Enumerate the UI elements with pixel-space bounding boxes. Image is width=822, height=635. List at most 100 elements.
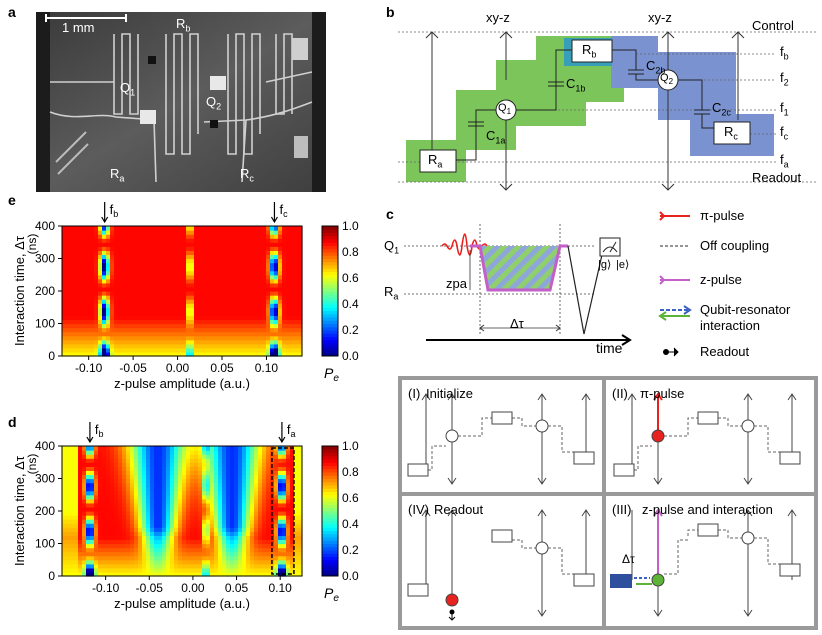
colorbar-segment: [322, 320, 338, 324]
heatmap-cell: [218, 539, 223, 545]
heatmap-cell: [162, 335, 167, 341]
heatmap-cell: [158, 311, 163, 316]
heatmap-cell: [178, 563, 183, 569]
heatmap-cell: [142, 335, 147, 341]
heatmap-cell: [238, 299, 243, 304]
heatmap-cell: [270, 258, 275, 264]
heatmap-cell: [210, 494, 215, 500]
heatmap-cell: [222, 490, 227, 496]
heatmap-cell: [262, 506, 267, 512]
heatmap-cell: [258, 226, 263, 231]
heatmap-cell: [66, 266, 71, 272]
heatmap-cell: [234, 339, 239, 345]
heatmap-cell: [278, 547, 283, 553]
heatmap-cell: [246, 486, 251, 492]
heatmap-cell: [250, 282, 255, 288]
heatmap-cell: [222, 286, 227, 292]
heatmap-cell: [102, 351, 107, 357]
heatmap-cell: [234, 498, 239, 504]
heatmap-cell: [198, 331, 203, 337]
heatmap-cell: [254, 519, 259, 524]
heatmap-cell: [110, 511, 115, 516]
heatmap-cell: [74, 559, 79, 565]
heatmap-cell: [122, 559, 127, 565]
heatmap-cell: [250, 238, 255, 243]
heatmap-cell: [170, 230, 175, 235]
heatmap-cell: [262, 527, 267, 532]
heatmap-cell: [110, 523, 115, 528]
heatmap-cell: [66, 494, 71, 500]
heatmap-cell: [254, 335, 259, 341]
heatmap-cell: [98, 551, 103, 557]
heatmap-cell: [142, 278, 147, 284]
heatmap-cell: [146, 506, 151, 512]
heatmap-cell: [202, 498, 207, 504]
heatmap-cell: [78, 307, 83, 312]
heatmap-cell: [118, 282, 123, 288]
heatmap-cell: [242, 226, 247, 231]
heatmap-cell: [78, 351, 83, 357]
heatmap-cell: [194, 539, 199, 545]
heatmap-cell: [118, 339, 123, 345]
heatmap-cell: [234, 238, 239, 243]
heatmap-cell: [138, 506, 143, 512]
heatmap-cell: [138, 515, 143, 520]
heatmap-cell: [218, 262, 223, 268]
heatmap-cell: [258, 531, 263, 536]
heatmap-cell: [178, 494, 183, 500]
heatmap-cell: [82, 454, 87, 459]
heatmap-cell: [174, 319, 179, 325]
heatmap-cell: [142, 274, 147, 280]
heatmap-cell: [278, 331, 283, 337]
heatmap-cell: [226, 454, 231, 459]
heatmap-cell: [210, 450, 215, 455]
heatmap-cell: [90, 295, 95, 300]
heatmap-cell: [94, 295, 99, 300]
heatmap-cell: [194, 303, 199, 308]
heatmap-cell: [254, 523, 259, 528]
heatmap-cell: [258, 254, 263, 260]
heatmap-cell: [182, 238, 187, 243]
heatmap-cell: [206, 474, 211, 480]
heatmap-cell: [186, 535, 191, 541]
heatmap-cell: [282, 230, 287, 235]
heatmap-cell: [274, 547, 279, 553]
heatmap-cell: [74, 226, 79, 231]
heatmap-cell: [62, 230, 67, 235]
heatmap-cell: [78, 498, 83, 504]
heatmap-cell: [66, 254, 71, 260]
heatmap-cell: [130, 266, 135, 272]
heatmap-cell: [278, 339, 283, 345]
heatmap-cell: [242, 282, 247, 288]
heatmap-cell: [262, 331, 267, 337]
heatmap-cell: [126, 282, 131, 288]
heatmap-cell: [238, 331, 243, 337]
heatmap-cell: [154, 343, 159, 349]
heatmap-cell: [242, 563, 247, 569]
heatmap-cell: [166, 295, 171, 300]
heatmap-cell: [226, 311, 231, 316]
heatmap-cell: [294, 319, 299, 325]
heatmap-cell: [230, 331, 235, 337]
heatmap-cell: [74, 454, 79, 459]
heatmap-cell: [78, 311, 83, 316]
heatmap-cell: [122, 339, 127, 345]
colorbar-segment: [322, 455, 338, 460]
heatmap-cell: [82, 482, 87, 488]
heatmap-cell: [158, 226, 163, 231]
heatmap-cell: [194, 351, 199, 357]
heatmap-cell: [262, 543, 267, 549]
heatmap-cell: [194, 307, 199, 312]
heatmap-cell: [214, 470, 219, 476]
heatmap-cell: [274, 506, 279, 512]
heatmap-cell: [158, 266, 163, 272]
heatmap-cell: [218, 515, 223, 520]
heatmap-cell: [142, 478, 147, 484]
heatmap-cell: [234, 315, 239, 321]
heatmap-cell: [166, 327, 171, 333]
colorbar-label: Pe: [324, 585, 339, 604]
heatmap-cell: [170, 555, 175, 561]
heatmap-cell: [118, 498, 123, 504]
heatmap-cell: [62, 327, 67, 333]
heatmap-cell: [226, 351, 231, 357]
